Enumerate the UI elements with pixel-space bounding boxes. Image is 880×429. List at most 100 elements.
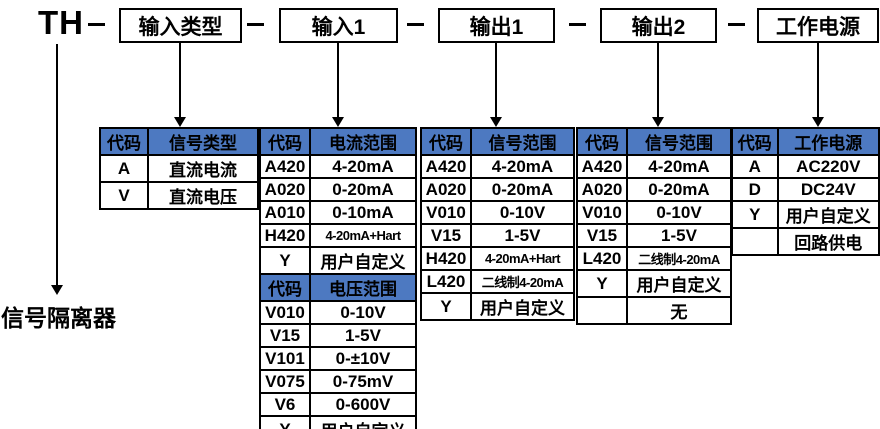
- arrow-head-icon: [332, 117, 344, 127]
- value-cell: 0-10V: [626, 200, 732, 225]
- table-header-row: 代码工作电源: [731, 127, 880, 156]
- table-row: 回路供电: [731, 227, 880, 256]
- value-cell: 直流电压: [147, 181, 259, 210]
- header-cell: 代码: [420, 127, 472, 156]
- value-cell: 1-5V: [470, 223, 575, 248]
- header-cell: 工作电源: [776, 127, 880, 156]
- arrow-line: [495, 43, 497, 118]
- value-cell: 4-20mA: [470, 154, 575, 179]
- header-cell: 信号类型: [147, 127, 259, 156]
- table-header-row: 代码信号类型: [99, 127, 259, 156]
- value-cell: 0-20mA: [309, 177, 417, 202]
- code-cell: A420: [420, 154, 472, 179]
- value-cell: 用户自定义: [776, 200, 880, 229]
- down-arrow-power: [812, 43, 824, 127]
- code-cell: V010: [259, 300, 311, 325]
- code-cell: L420: [420, 269, 472, 294]
- arrow-line: [657, 43, 659, 118]
- code-cell: Y: [576, 269, 628, 298]
- connector-dash: [247, 23, 264, 26]
- code-cell: V: [99, 181, 149, 210]
- value-cell: AC220V: [776, 154, 880, 179]
- code-cell: V101: [259, 346, 311, 371]
- value-cell: DC24V: [776, 177, 880, 202]
- code-cell: Y: [420, 292, 472, 321]
- arrow-line: [56, 44, 58, 286]
- arrow-head-icon: [490, 117, 502, 127]
- model-prefix: TH: [38, 4, 84, 41]
- code-cell: V15: [259, 323, 311, 348]
- header-cell: 信号范围: [626, 127, 732, 156]
- code-cell: A: [99, 154, 149, 183]
- segment-box-input1: 输入1: [279, 8, 398, 43]
- value-cell: 用户自定义: [470, 292, 575, 321]
- value-cell: 0-75mV: [309, 369, 417, 394]
- code-cell: A010: [259, 200, 311, 225]
- code-cell: V010: [420, 200, 472, 225]
- value-cell: 4-20mA+Hart: [470, 246, 575, 271]
- code-cell: A420: [576, 154, 628, 179]
- code-cell: Y: [731, 200, 779, 229]
- value-cell: 0-10V: [470, 200, 575, 225]
- code-cell: [731, 227, 779, 256]
- segment-box-output1: 输出1: [438, 8, 555, 43]
- table-row: 无: [576, 296, 732, 325]
- value-cell: 二线制4-20mA: [626, 246, 732, 271]
- value-cell: 用户自定义: [626, 269, 732, 298]
- header-cell: 信号范围: [470, 127, 575, 156]
- root-label: 信号隔离器: [1, 305, 116, 331]
- value-cell: 1-5V: [309, 323, 417, 348]
- header-cell: 代码: [731, 127, 779, 156]
- header-cell: 电流范围: [309, 127, 417, 156]
- code-cell: H420: [420, 246, 472, 271]
- value-cell: 0-±10V: [309, 346, 417, 371]
- code-cell: [576, 296, 628, 325]
- value-cell: 二线制4-20mA: [470, 269, 575, 294]
- table-header-row: 代码电压范围: [259, 273, 417, 302]
- value-cell: 4-20mA: [309, 154, 417, 179]
- arrow-line: [817, 43, 819, 118]
- value-cell: 4-20mA: [626, 154, 732, 179]
- code-cell: D: [731, 177, 779, 202]
- table-header-row: 代码信号范围: [420, 127, 575, 156]
- arrow-line: [179, 43, 181, 118]
- code-cell: A420: [259, 154, 311, 179]
- value-cell: 用户自定义: [309, 246, 417, 275]
- header-cell: 代码: [99, 127, 149, 156]
- code-cell: V15: [576, 223, 628, 248]
- code-cell: A020: [420, 177, 472, 202]
- connector-dash: [569, 23, 586, 26]
- code-cell: A020: [259, 177, 311, 202]
- code-cell: H420: [259, 223, 311, 248]
- value-cell: 0-10V: [309, 300, 417, 325]
- connector-dash: [407, 23, 424, 26]
- value-cell: 直流电流: [147, 154, 259, 183]
- connector-dash: [88, 23, 105, 26]
- code-cell: Y: [259, 246, 311, 275]
- arrow-head-icon: [652, 117, 664, 127]
- down-arrow-input-type: [174, 43, 186, 127]
